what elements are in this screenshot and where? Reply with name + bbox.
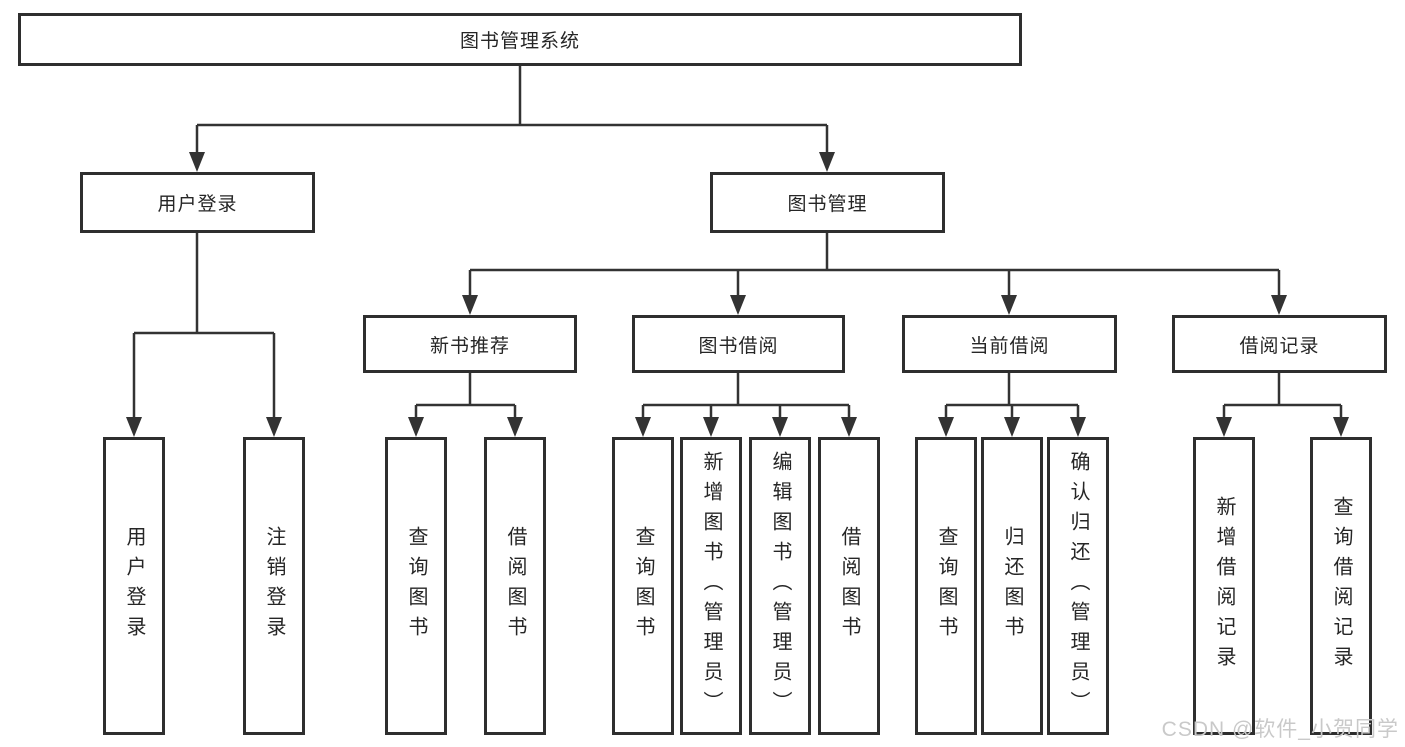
- arrowheads: [126, 152, 1349, 437]
- arrow-icon: [730, 295, 746, 315]
- arrow-icon: [266, 417, 282, 437]
- arrow-icon: [1271, 295, 1287, 315]
- arrow-icon: [635, 417, 651, 437]
- connector-user-login-to-leaves: [132, 233, 276, 421]
- arrow-icon: [819, 152, 835, 172]
- arrow-icon: [126, 417, 142, 437]
- arrow-icon: [1001, 295, 1017, 315]
- leaf-borrow-borrow-books: 借阅图书: [818, 437, 880, 735]
- connector-root-to-level2: [195, 66, 829, 156]
- connector-current-borrow-to-leaves: [944, 373, 1080, 421]
- arrow-icon: [507, 417, 523, 437]
- connector-paths: [132, 66, 1343, 421]
- leaf-borrow-add-books: 新增图书（管理员）: [680, 437, 742, 735]
- connector-borrow-records-to-leaves: [1222, 373, 1343, 421]
- leaf-current-return-books: 归还图书: [981, 437, 1043, 735]
- leaf-logout: 注销登录: [243, 437, 305, 735]
- leaf-user-login: 用户登录: [103, 437, 165, 735]
- arrow-icon: [1333, 417, 1349, 437]
- arrow-icon: [772, 417, 788, 437]
- leaf-borrow-query-books: 查询图书: [612, 437, 674, 735]
- node-book-borrow: 图书借阅: [632, 315, 845, 373]
- arrow-icon: [703, 417, 719, 437]
- leaf-current-query-books: 查询图书: [915, 437, 977, 735]
- csdn-watermark: CSDN @软件_小贺同学: [1161, 718, 1399, 741]
- node-book-mgmt: 图书管理: [710, 172, 945, 233]
- leaf-records-add-record: 新增借阅记录: [1193, 437, 1255, 735]
- arrow-icon: [938, 417, 954, 437]
- node-borrow-records: 借阅记录: [1172, 315, 1387, 373]
- leaf-rec-query-books: 查询图书: [385, 437, 447, 735]
- leaf-rec-borrow-books: 借阅图书: [484, 437, 546, 735]
- node-root: 图书管理系统: [18, 13, 1022, 66]
- connector-new-book-rec-to-leaves: [414, 373, 517, 421]
- connector-book-mgmt-to-level3: [468, 233, 1281, 299]
- arrow-icon: [1216, 417, 1232, 437]
- arrow-icon: [408, 417, 424, 437]
- node-current-borrow: 当前借阅: [902, 315, 1117, 373]
- node-user-login: 用户登录: [80, 172, 315, 233]
- leaf-borrow-edit-books: 编辑图书（管理员）: [749, 437, 811, 735]
- leaf-records-query-record: 查询借阅记录: [1310, 437, 1372, 735]
- arrow-icon: [462, 295, 478, 315]
- arrow-icon: [1070, 417, 1086, 437]
- node-new-book-rec: 新书推荐: [363, 315, 577, 373]
- arrow-icon: [189, 152, 205, 172]
- connector-book-borrow-to-leaves: [641, 373, 851, 421]
- leaf-current-confirm-return: 确认归还（管理员）: [1047, 437, 1109, 735]
- arrow-icon: [1004, 417, 1020, 437]
- arrow-icon: [841, 417, 857, 437]
